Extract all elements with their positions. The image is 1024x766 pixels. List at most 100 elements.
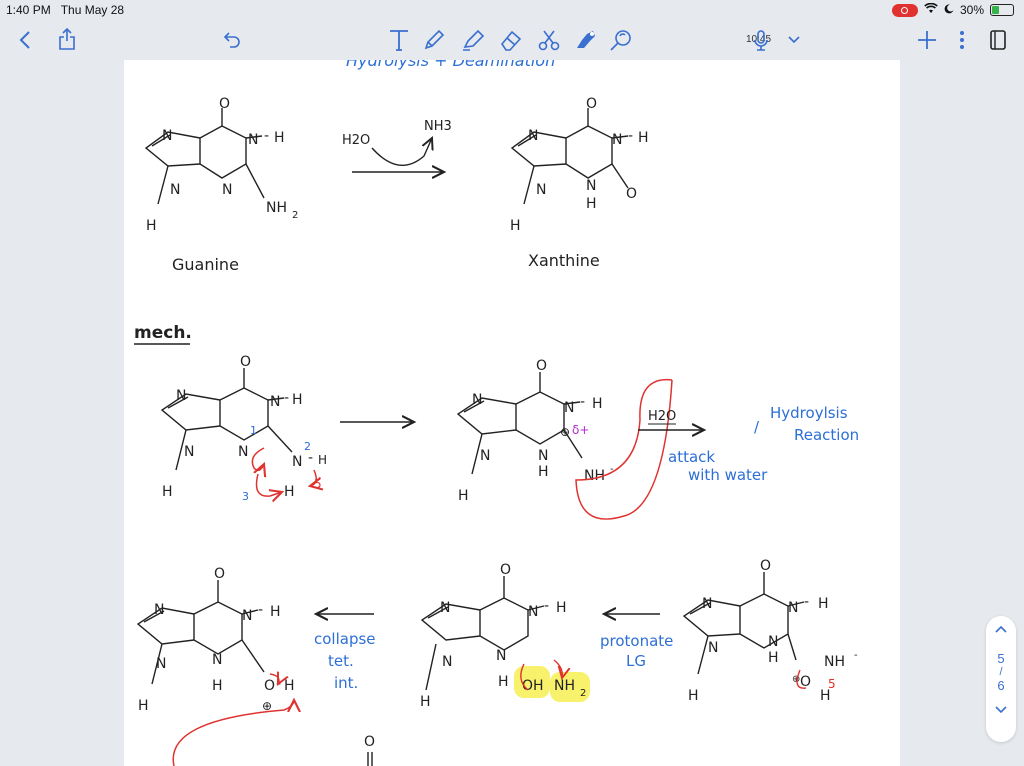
svg-text:O: O xyxy=(800,674,811,690)
svg-text:N: N xyxy=(212,652,222,668)
svg-text:N: N xyxy=(270,394,280,410)
svg-text:NH: NH xyxy=(266,200,287,216)
page-scroller[interactable]: 5 / 6 xyxy=(986,616,1016,742)
svg-text:H: H xyxy=(318,453,327,467)
lg-label: LG xyxy=(626,652,646,670)
tet-label: tet. xyxy=(328,652,354,670)
page-total: 6 xyxy=(997,678,1005,693)
eraser-tool-icon[interactable] xyxy=(496,26,526,54)
svg-text:O: O xyxy=(219,96,230,112)
svg-text:N: N xyxy=(564,400,574,416)
mech-intermediate-1 xyxy=(456,372,583,475)
svg-text:-: - xyxy=(284,390,289,406)
svg-text:N: N xyxy=(248,132,258,148)
image-tool-icon[interactable] xyxy=(606,26,636,54)
svg-text:-: - xyxy=(628,128,633,144)
top-label: Hydrolysis + Deamination xyxy=(346,60,555,70)
mech-heading: mech. xyxy=(134,323,192,343)
svg-text:H: H xyxy=(556,600,567,616)
svg-text:H: H xyxy=(768,650,779,666)
protonate-label: protonate xyxy=(600,632,673,650)
chevron-down-icon-pager[interactable] xyxy=(986,703,1016,718)
svg-text:-: - xyxy=(308,450,313,466)
svg-text:N: N xyxy=(156,656,166,672)
chevron-down-icon[interactable] xyxy=(784,30,804,50)
svg-text:3: 3 xyxy=(242,490,249,503)
pen-tool-icon[interactable] xyxy=(420,26,448,54)
status-right: 30% xyxy=(891,2,1014,17)
svg-text:H: H xyxy=(818,596,829,612)
svg-text:O: O xyxy=(536,358,547,374)
highlighter-tool-icon[interactable] xyxy=(458,26,488,54)
handwritten-content: Hydrolysis + Deamination O N N-H N N H N… xyxy=(134,60,859,766)
svg-text:H: H xyxy=(212,678,223,694)
svg-text:N: N xyxy=(528,128,538,144)
int-label: int. xyxy=(334,674,358,692)
svg-text:O: O xyxy=(760,558,771,574)
collapse-label: collapse xyxy=(314,630,376,648)
svg-text:H: H xyxy=(146,218,157,234)
svg-text:O: O xyxy=(586,96,597,112)
undo-icon[interactable] xyxy=(220,28,244,52)
svg-text:H: H xyxy=(270,604,281,620)
lasso-tool-icon[interactable] xyxy=(534,26,564,54)
svg-text:N: N xyxy=(496,648,506,664)
svg-text:N: N xyxy=(170,182,180,198)
svg-text:H: H xyxy=(688,688,699,704)
wifi-icon xyxy=(924,2,938,17)
svg-text:N: N xyxy=(788,600,798,616)
xanthine-label: Xanthine xyxy=(528,251,600,270)
with-water-label: with water xyxy=(688,466,768,484)
mech-guanine-structure xyxy=(160,368,293,471)
microphone-icon[interactable] xyxy=(750,26,772,54)
text-tool-icon[interactable] xyxy=(386,26,412,54)
add-page-icon[interactable] xyxy=(914,26,940,54)
share-icon[interactable] xyxy=(56,26,78,52)
svg-text:N: N xyxy=(176,388,186,404)
svg-text:N: N xyxy=(480,448,490,464)
svg-text:-: - xyxy=(258,602,263,618)
xanthine-product-structure xyxy=(136,580,265,685)
shape-tool-icon[interactable] xyxy=(570,26,600,54)
more-options-icon[interactable] xyxy=(952,26,972,54)
svg-text:NH: NH xyxy=(554,678,575,694)
svg-text:5: 5 xyxy=(828,677,836,691)
nh3-label: NH3 xyxy=(424,119,452,134)
h2o-label-2: H2O xyxy=(648,409,676,424)
battery-percent: 30% xyxy=(959,3,984,17)
svg-text:O: O xyxy=(626,186,637,202)
svg-text:H: H xyxy=(284,678,295,694)
h2o-label: H2O xyxy=(342,133,370,148)
svg-text:-: - xyxy=(580,394,585,410)
svg-text:O: O xyxy=(240,354,251,370)
svg-text:H: H xyxy=(420,694,431,710)
svg-text:H: H xyxy=(458,488,469,504)
svg-text:N: N xyxy=(612,132,622,148)
guanine-structure xyxy=(144,108,265,205)
svg-text:1: 1 xyxy=(250,424,257,437)
svg-text:O: O xyxy=(214,566,225,582)
svg-text:⊕: ⊕ xyxy=(560,425,570,439)
svg-text:H: H xyxy=(284,484,295,500)
note-page[interactable]: Hydrolysis + Deamination O N N-H N N H N… xyxy=(124,60,900,766)
svg-text:N: N xyxy=(708,640,718,656)
screen-record-icon[interactable] xyxy=(891,3,918,17)
back-icon[interactable] xyxy=(14,28,36,52)
chevron-up-icon[interactable] xyxy=(986,622,1016,637)
page-separator: / xyxy=(999,666,1003,678)
svg-text:N: N xyxy=(702,596,712,612)
page-current: 5 xyxy=(997,651,1005,666)
svg-text:-: - xyxy=(544,598,549,614)
svg-text:H: H xyxy=(162,484,173,500)
svg-text:H: H xyxy=(820,688,831,704)
page-view-icon[interactable] xyxy=(986,26,1010,54)
battery-icon xyxy=(990,4,1014,16)
toolbar: 10:45 xyxy=(0,20,1024,60)
svg-text:H: H xyxy=(274,130,285,146)
svg-text:H: H xyxy=(292,392,303,408)
svg-text:/: / xyxy=(754,418,760,436)
svg-text:H: H xyxy=(138,698,149,714)
svg-text:N: N xyxy=(184,444,194,460)
svg-text:N: N xyxy=(154,602,164,618)
